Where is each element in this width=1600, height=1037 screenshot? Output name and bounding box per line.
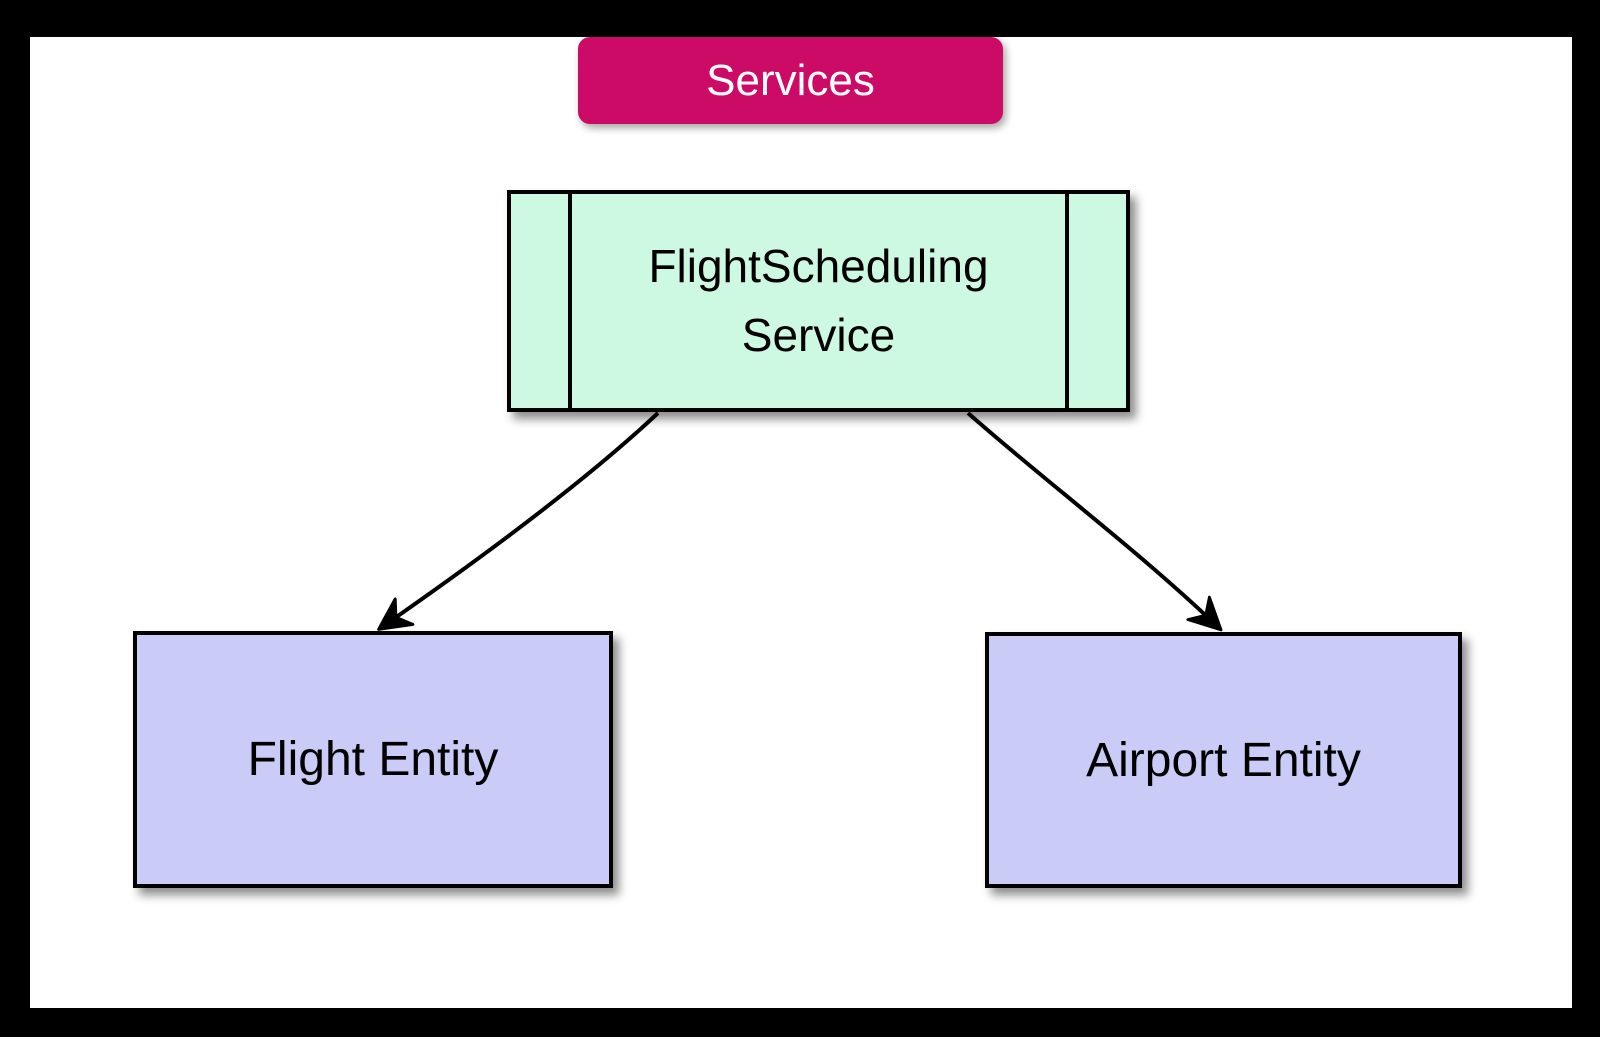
airport-entity-label: Airport Entity [1086, 733, 1361, 787]
edge-service-to-airport-entity [966, 411, 1223, 632]
services-badge: Services [578, 37, 1003, 124]
airport-entity-node: Airport Entity [985, 632, 1462, 888]
diagram-canvas: Services FlightScheduling Service Flight… [30, 37, 1572, 1008]
flight-entity-node: Flight Entity [133, 631, 613, 888]
subroutine-right-divider [1065, 194, 1069, 408]
services-badge-label: Services [706, 55, 875, 105]
edge-service-to-flight-entity [377, 411, 660, 631]
flight-entity-label: Flight Entity [247, 733, 499, 786]
subroutine-left-divider [568, 194, 572, 408]
flightscheduling-service-node: FlightScheduling Service [507, 190, 1130, 412]
flightscheduling-service-label: FlightScheduling Service [648, 240, 989, 361]
